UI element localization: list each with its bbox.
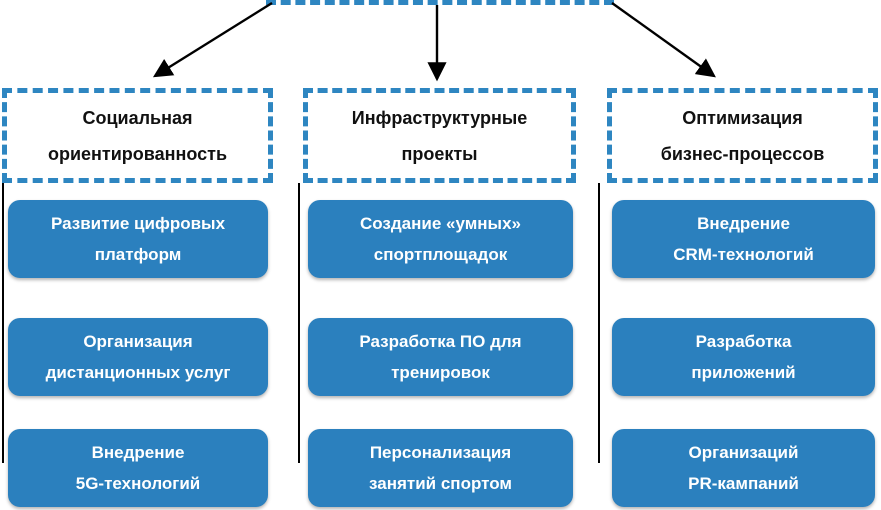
column-connector-line bbox=[298, 183, 300, 463]
item-label-line: 5G-технологий bbox=[75, 474, 201, 493]
item-box: Персонализация занятий спортом bbox=[308, 429, 573, 507]
item-box: Внедрение 5G-технологий bbox=[8, 429, 268, 507]
item-box: Внедрение CRM-технологий bbox=[612, 200, 875, 278]
category-label-line: проекты bbox=[401, 143, 478, 164]
arrow-to-column-1 bbox=[152, 1, 273, 78]
root-node-box bbox=[266, 0, 614, 5]
column-connector-line bbox=[2, 183, 4, 463]
category-label-line: Оптимизация bbox=[682, 107, 803, 128]
item-label-line: занятий спортом bbox=[369, 474, 512, 493]
item-box: Организаций PR-кампаний bbox=[612, 429, 875, 507]
category-label-line: Инфраструктурные bbox=[351, 107, 528, 128]
item-box: Развитие цифровых платформ bbox=[8, 200, 268, 278]
item-label-line: платформ bbox=[94, 245, 182, 264]
item-label-line: приложений bbox=[691, 363, 796, 382]
item-label-line: Организация bbox=[83, 332, 193, 351]
category-box-optimization: Оптимизация бизнес-процессов bbox=[607, 88, 878, 183]
item-label-line: спортплощадок bbox=[373, 245, 508, 264]
item-label-line: Внедрение bbox=[91, 443, 185, 462]
column-connector-line bbox=[598, 183, 600, 463]
item-label-line: Внедрение bbox=[697, 214, 790, 233]
item-label-line: Развитие цифровых bbox=[50, 214, 226, 233]
item-box: Разработка ПО для тренировок bbox=[308, 318, 573, 396]
item-box: Разработка приложений bbox=[612, 318, 875, 396]
item-label-line: Разработка ПО для bbox=[359, 332, 522, 351]
category-box-social: Социальная ориентированность bbox=[2, 88, 273, 183]
category-label-line: ориентированность bbox=[47, 143, 228, 164]
item-label-line: PR-кампаний bbox=[688, 474, 799, 493]
category-label-line: Социальная bbox=[82, 107, 193, 128]
connector-arrows bbox=[152, 1, 716, 82]
item-box: Создание «умных» спортплощадок bbox=[308, 200, 573, 278]
item-label-line: Создание «умных» bbox=[360, 214, 521, 233]
category-box-infrastructure: Инфраструктурные проекты bbox=[303, 88, 576, 183]
item-label-line: Организаций bbox=[688, 443, 799, 462]
item-label-line: CRM-технологий bbox=[673, 245, 814, 264]
item-label-line: тренировок bbox=[391, 363, 490, 382]
item-label-line: дистанционных услуг bbox=[45, 363, 231, 382]
arrow-to-column-3 bbox=[611, 2, 716, 78]
item-label-line: Разработка bbox=[695, 332, 792, 351]
item-box: Организация дистанционных услуг bbox=[8, 318, 268, 396]
category-label-line: бизнес-процессов bbox=[660, 143, 825, 164]
item-label-line: Персонализация bbox=[369, 443, 512, 462]
